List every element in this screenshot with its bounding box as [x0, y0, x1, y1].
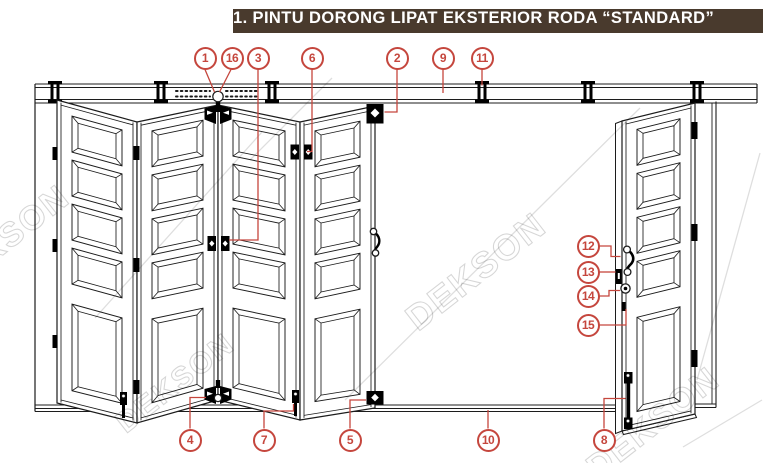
callout-1: 1: [193, 46, 217, 70]
lock-part: [621, 302, 626, 311]
hardware: [52, 90, 698, 429]
callout-7: 7: [252, 428, 276, 452]
edge-hinges: [52, 122, 698, 394]
door-leaf-3: [217, 104, 301, 421]
right-door-handle: [622, 245, 635, 277]
top-track: [34, 81, 758, 104]
flush-bolt-right-door: [624, 372, 633, 429]
lock-cylinder: [620, 283, 631, 294]
bottom-pivot: [204, 380, 232, 404]
callout-16: 16: [220, 46, 244, 70]
callout-leaders: [189, 69, 627, 429]
page-title: 1. PINTU DORONG LIPAT EKSTERIOR RODA “ST…: [233, 9, 715, 27]
bottom-guide: [366, 391, 384, 405]
title-bar: 1. PINTU DORONG LIPAT EKSTERIOR RODA “ST…: [233, 9, 763, 33]
callout-8: 8: [592, 428, 616, 452]
callout-13: 13: [576, 260, 600, 284]
lock-keep: [616, 269, 622, 284]
flush-bolt-fold-b: [292, 390, 299, 416]
callout-12: 12: [576, 234, 600, 258]
flush-bolt-fold-a: [120, 392, 127, 418]
callout-5: 5: [338, 428, 362, 452]
door-leaf-1: [56, 99, 138, 424]
callout-14: 14: [576, 284, 600, 308]
leaf4-handle: [369, 227, 381, 257]
callout-3: 3: [246, 46, 270, 70]
callout-11: 11: [470, 46, 494, 70]
callout-10: 10: [476, 428, 500, 452]
callout-4: 4: [178, 428, 202, 452]
door-leaf-right: [621, 102, 696, 432]
door-leaf-4: [299, 105, 376, 421]
top-guide: [366, 104, 384, 124]
door-leaf-2: [136, 104, 219, 424]
track-dashed-guides: [175, 90, 258, 98]
callout-15: 15: [576, 313, 600, 337]
callout-2: 2: [385, 46, 409, 70]
callout-6: 6: [300, 46, 324, 70]
callout-9: 9: [431, 46, 455, 70]
top-pivot-roller: [204, 90, 232, 124]
mid-hinge-pivot: [207, 236, 230, 251]
